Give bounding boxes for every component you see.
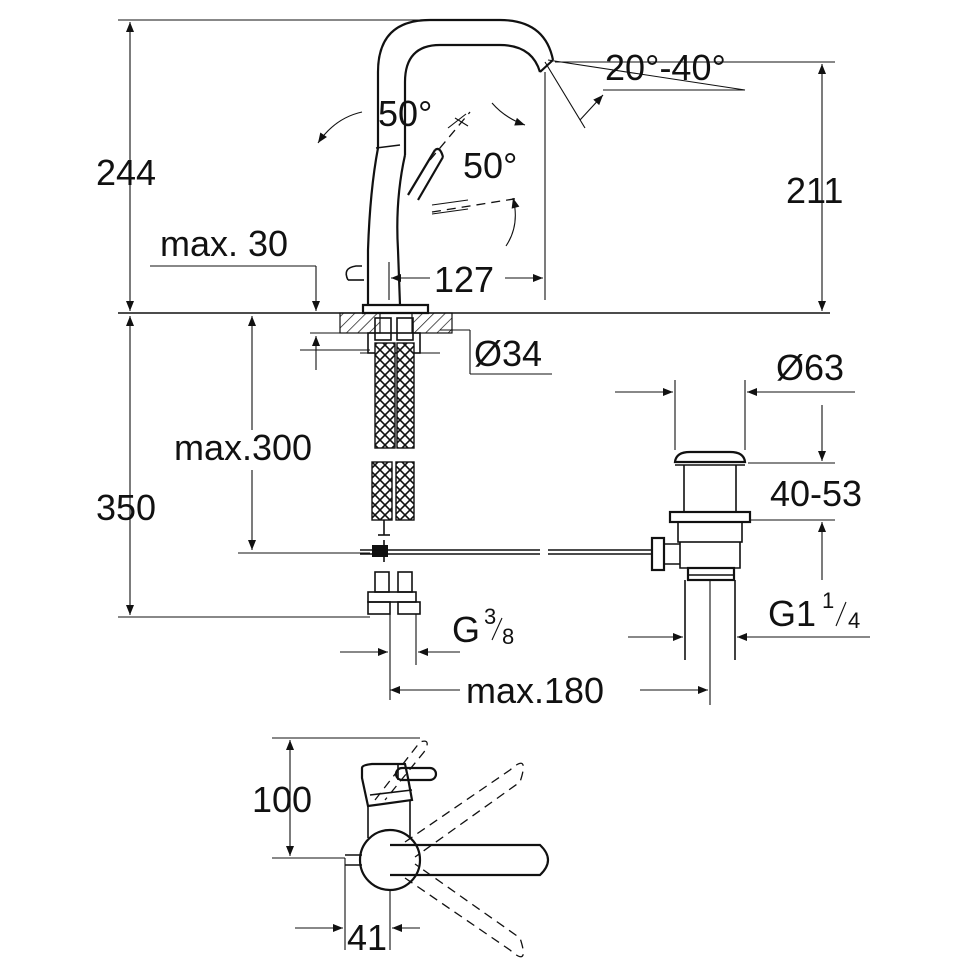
faucet-body (345, 18, 555, 315)
waste-diameter-label: Ø63 (776, 347, 844, 388)
connection-numerator: 3 (484, 604, 496, 629)
popup-linkage (360, 534, 652, 562)
hole-diameter-label: Ø34 (474, 333, 542, 374)
waste-range-label: 40-53 (770, 473, 862, 514)
faucet-plan-view (345, 740, 550, 958)
plan-depth-label: 100 (252, 779, 312, 820)
below-deck-label: 350 (96, 487, 156, 528)
deck-section-left (339, 312, 381, 334)
deck-section-right (411, 312, 453, 334)
max-deck-label: max. 30 (160, 223, 288, 264)
waste-thread-denominator: 4 (848, 608, 860, 633)
spout-reach-label: 127 (434, 259, 494, 300)
waste-thread-numerator: 1 (822, 588, 834, 613)
waste-thread-label: G1 (768, 593, 816, 634)
lever-angle-side-label: 50° (463, 145, 517, 186)
waste-assembly (650, 450, 752, 660)
connection-label: G (452, 609, 480, 650)
plan-offset-label: 41 (347, 917, 387, 958)
spout-height-label: 211 (786, 170, 843, 211)
max-distance-label: max.180 (466, 670, 604, 711)
connection-denominator: 8 (502, 624, 514, 649)
lever-angle-top-label: 50° (378, 93, 432, 134)
max-hose-label: max.300 (174, 427, 312, 468)
total-height-label: 244 (96, 152, 156, 193)
spout-swivel-label: 20°-40° (605, 47, 726, 88)
supply-hoses (367, 317, 421, 615)
